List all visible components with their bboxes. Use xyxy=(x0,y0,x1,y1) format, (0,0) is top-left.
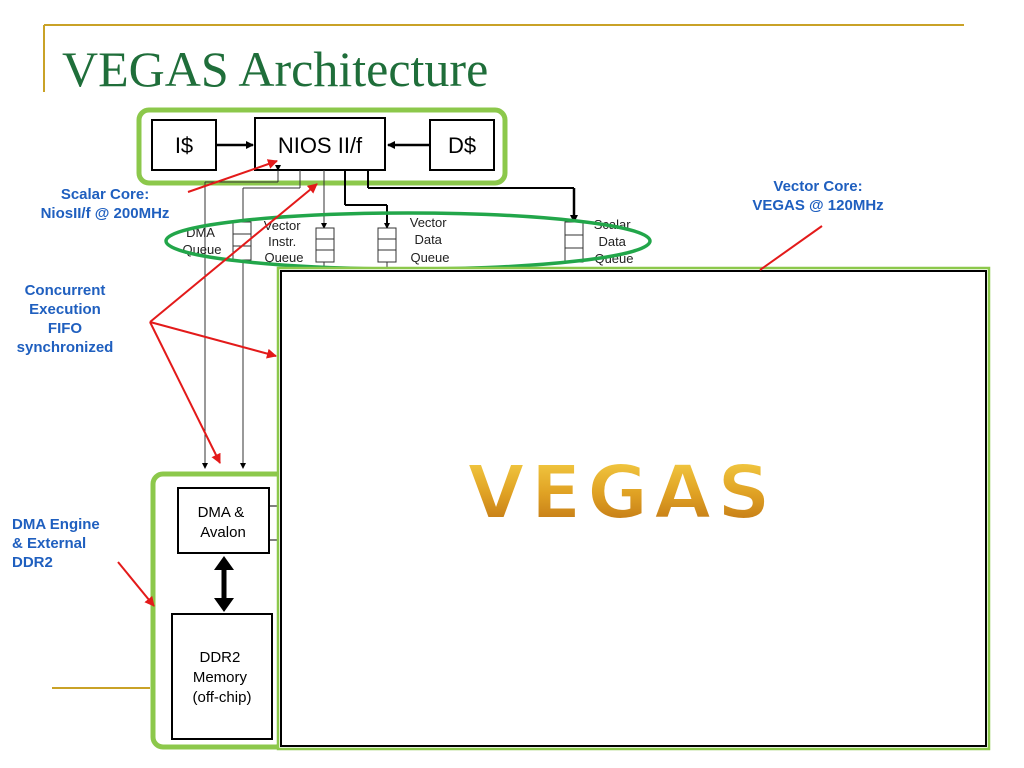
scalar-callout-line-2: NiosII/f @ 200MHz xyxy=(40,205,170,222)
vector-instr-queue-label: Vector Instr. Queue xyxy=(264,218,304,265)
concurrent-line-1: Concurrent xyxy=(24,282,106,299)
concurrent-line-2: Execution xyxy=(29,301,101,318)
vector-callout-line-1: Vector Core: xyxy=(773,178,863,195)
vegas-block xyxy=(280,270,987,747)
icache-box xyxy=(151,119,217,171)
concurrent-execution-callout: Concurrent Execution FIFO synchronized xyxy=(5,281,125,357)
concurrent-arrow-1 xyxy=(149,183,318,323)
vector-data-queue-fifo xyxy=(377,227,397,263)
dcache-box xyxy=(429,119,495,171)
ddr2-memory-label: DDR2 Memory (off-chip) xyxy=(193,649,252,706)
dma-callout-line-2: & External xyxy=(12,535,87,552)
scalar-core-highlight xyxy=(136,107,508,186)
concurrent-line-3: FIFO xyxy=(47,320,83,337)
vector-data-queue-label: Vector Data Queue xyxy=(410,215,450,265)
dcache-label: D$ xyxy=(448,133,476,158)
dma-engine-callout: DMA Engine & External DDR2 xyxy=(12,515,122,572)
dma-avalon-label: DMA & Avalon xyxy=(198,504,249,541)
vegas-label: VEGAS xyxy=(467,450,776,536)
scalar-data-queue-fifo xyxy=(564,221,584,263)
slide-title: VEGAS Architecture xyxy=(62,41,489,97)
ddr2-memory-box xyxy=(171,613,273,740)
concurrent-arrow-2 xyxy=(149,321,277,359)
vector-instr-queue-fifo xyxy=(315,227,335,263)
concurrent-arrow-3 xyxy=(149,321,221,464)
dma-callout-line-3: DDR2 xyxy=(12,554,53,571)
dma-callout-arrow xyxy=(117,561,155,607)
dma-avalon-box xyxy=(177,487,270,554)
scalar-callout-line-1: Scalar Core: xyxy=(60,186,150,203)
scalar-callout-arrow xyxy=(187,159,278,193)
vector-callout-line-2: VEGAS @ 120MHz xyxy=(752,197,884,214)
scalar-core-callout: Scalar Core: NiosII/f @ 200MHz xyxy=(15,185,195,223)
dma-callout-line-1: DMA Engine xyxy=(12,516,100,533)
vector-callout-arrow xyxy=(759,225,823,271)
vector-core-callout: Vector Core: VEGAS @ 120MHz xyxy=(720,177,916,215)
concurrent-line-4: synchronized xyxy=(16,339,114,356)
nios-label: NIOS II/f xyxy=(278,133,363,158)
icache-label: I$ xyxy=(175,133,193,158)
